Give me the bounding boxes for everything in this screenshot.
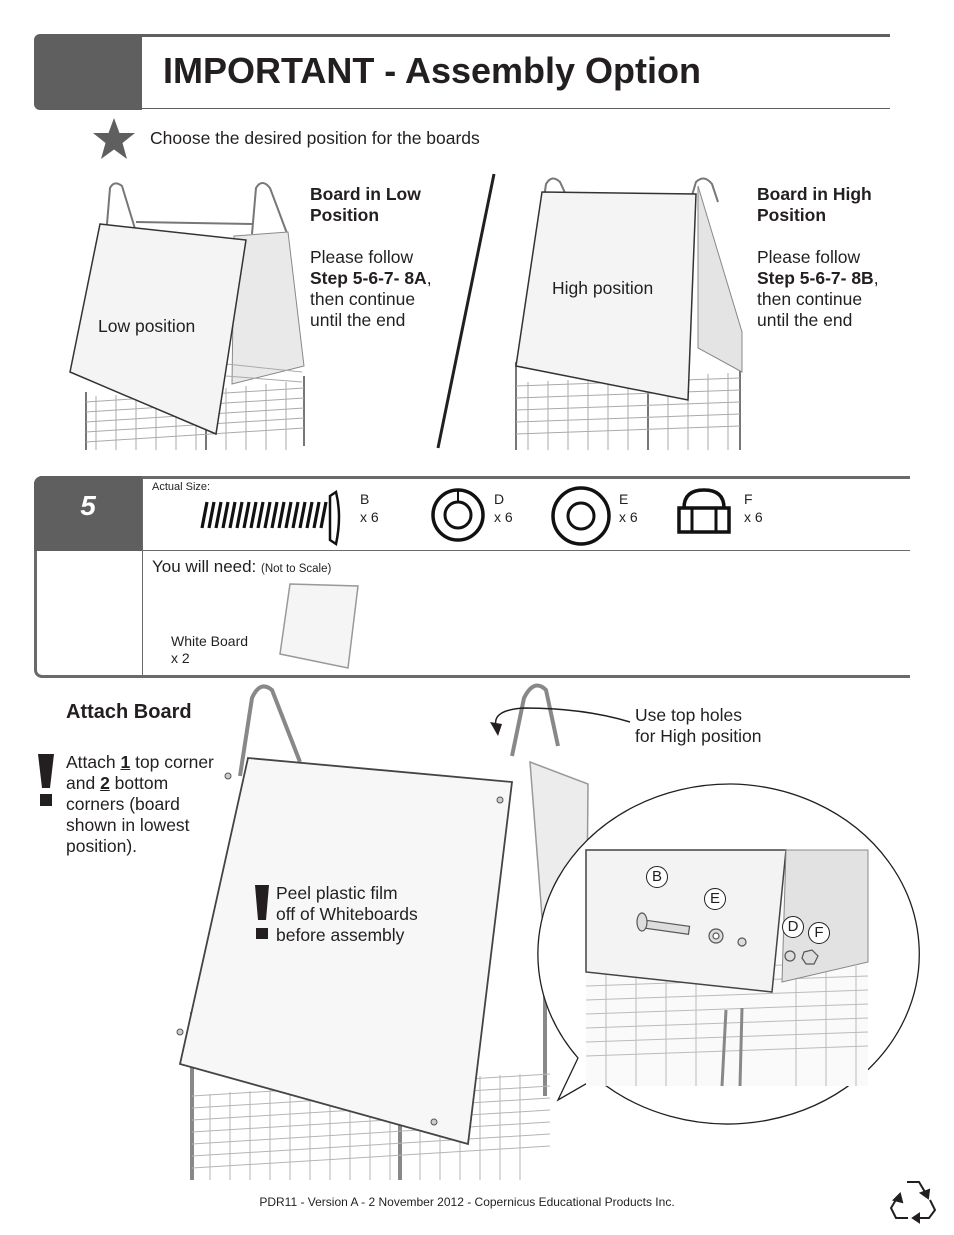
high-position-label: High position — [552, 278, 654, 298]
peel-text-3: before assembly — [276, 925, 405, 945]
part-e-qty: x 6 — [619, 509, 638, 525]
recycle-icon — [889, 1181, 937, 1224]
washer-icon — [551, 486, 611, 546]
low-steps-comma: , — [426, 268, 432, 288]
attach-instruction-3: corners (board — [66, 794, 180, 814]
attach-instruction-2: and 2 bottom — [66, 773, 168, 794]
title-rule-top — [142, 34, 890, 37]
attach-t4: bottom — [109, 773, 169, 793]
title-block — [34, 34, 142, 110]
attach-n2: 2 — [100, 773, 110, 793]
not-to-scale: (Not to Scale) — [261, 563, 332, 575]
star-icon — [93, 118, 135, 159]
low-heading-2: Position — [310, 205, 380, 225]
step-number: 5 — [80, 490, 96, 521]
low-follow: Please follow — [310, 247, 414, 267]
low-continue-1: then continue — [310, 289, 416, 309]
attach-t3: and — [66, 773, 101, 793]
easel-low-illustration — [69, 182, 305, 450]
high-steps-comma: , — [873, 268, 879, 288]
white-board-qty: x 2 — [171, 650, 190, 666]
attach-instruction-4: shown in lowest — [66, 815, 190, 835]
footer-text: PDR11 - Version A - 2 November 2012 - Co… — [259, 1195, 675, 1209]
attach-instruction-1: Attach 1 top corner — [66, 752, 214, 773]
high-heading-2: Position — [757, 205, 827, 225]
peel-text-1: Peel plastic film — [276, 883, 398, 903]
detail-label-e: E — [704, 888, 726, 910]
low-heading-1: Board in Low — [310, 184, 421, 204]
holes-text-1: Use top holes — [635, 705, 743, 725]
part-e-letter: E — [619, 491, 629, 507]
high-steps: Step 5-6-7- 8B — [757, 268, 874, 288]
holes-text-2: for High position — [635, 726, 762, 746]
part-d-qty: x 6 — [494, 509, 513, 525]
exclamation-icon — [38, 754, 54, 806]
you-will-need: You will need: (Not to Scale) — [152, 557, 331, 577]
attach-heading: Attach Board — [66, 701, 192, 723]
actual-size-label: Actual Size: — [152, 481, 211, 493]
detail-label-f: F — [808, 922, 830, 944]
step-divider-horizontal — [142, 550, 910, 551]
you-will-need-label: You will need: — [152, 557, 257, 576]
detail-label-d: D — [782, 916, 804, 938]
arrow-icon — [490, 707, 631, 736]
easel-high-illustration — [515, 177, 743, 450]
nut-icon — [677, 488, 731, 534]
step-frame — [34, 476, 910, 678]
title-rule-bottom — [142, 108, 890, 109]
high-continue-2: until the end — [757, 310, 853, 330]
attach-instruction-5: position). — [66, 836, 138, 856]
attach-t2: top corner — [130, 752, 214, 772]
intro-text: Choose the desired position for the boar… — [150, 128, 480, 148]
high-steps-line: Step 5-6-7- 8B, — [757, 268, 879, 289]
page-title: IMPORTANT - Assembly Option — [163, 50, 702, 91]
white-board-label: White Board — [171, 633, 249, 649]
detail-label-b: B — [646, 866, 668, 888]
attach-n1: 1 — [120, 752, 131, 772]
part-f-qty: x 6 — [744, 509, 763, 525]
exclamation-icon-peel — [255, 885, 269, 939]
bolt-icon — [200, 490, 341, 547]
part-b-qty: x 6 — [360, 509, 379, 525]
low-steps-line: Step 5-6-7- 8A, — [310, 268, 432, 289]
low-continue-2: until the end — [310, 310, 406, 330]
white-board-image — [279, 583, 359, 669]
step-divider-vertical — [142, 476, 143, 678]
high-continue-1: then continue — [757, 289, 863, 309]
option-divider-line — [436, 173, 496, 449]
lock-washer-icon — [431, 488, 485, 542]
part-b-letter: B — [360, 491, 370, 507]
high-follow: Please follow — [757, 247, 861, 267]
high-heading-1: Board in High — [757, 184, 872, 204]
peel-text-2: off of Whiteboards — [276, 904, 418, 924]
low-position-label: Low position — [98, 316, 196, 336]
part-d-letter: D — [494, 491, 505, 507]
low-steps: Step 5-6-7- 8A — [310, 268, 427, 288]
step-number-block — [34, 476, 142, 551]
part-f-letter: F — [744, 491, 753, 507]
attach-t1: Attach — [66, 752, 121, 772]
detail-callout — [537, 783, 920, 1125]
